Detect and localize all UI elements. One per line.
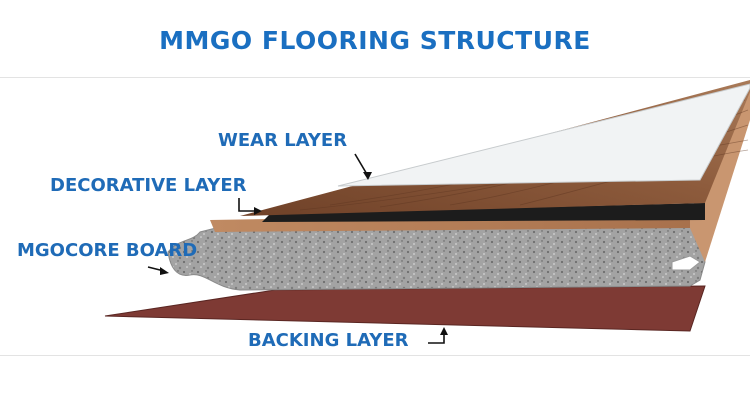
mgo-core-board (167, 221, 706, 291)
decorative-film-edge (262, 203, 705, 222)
wear-layer-label: WEAR LAYER (218, 130, 348, 151)
mgocore-board-label: MGOCORE BOARD (17, 240, 198, 261)
core-board-arrowhead (160, 267, 169, 275)
bottom-divider (0, 355, 750, 356)
core-tongue-groove (671, 255, 701, 271)
diagram-title: MMGO FLOORING STRUCTURE (159, 26, 591, 55)
wear-layer-arrowhead (363, 172, 372, 180)
backing-layer-arrowhead (440, 327, 448, 335)
backing-layer-label: BACKING LAYER (248, 330, 409, 351)
backing-layer-arrow (428, 333, 445, 344)
backing-layer-sheet (104, 285, 706, 332)
decorative-layer-arrowhead (254, 207, 262, 215)
top-divider (0, 77, 750, 78)
decorative-layer-label: DECORATIVE LAYER (50, 175, 247, 196)
wear-layer-film (337, 83, 750, 187)
label-arrows (147, 153, 448, 344)
decorative-layer-arrow (238, 198, 256, 212)
